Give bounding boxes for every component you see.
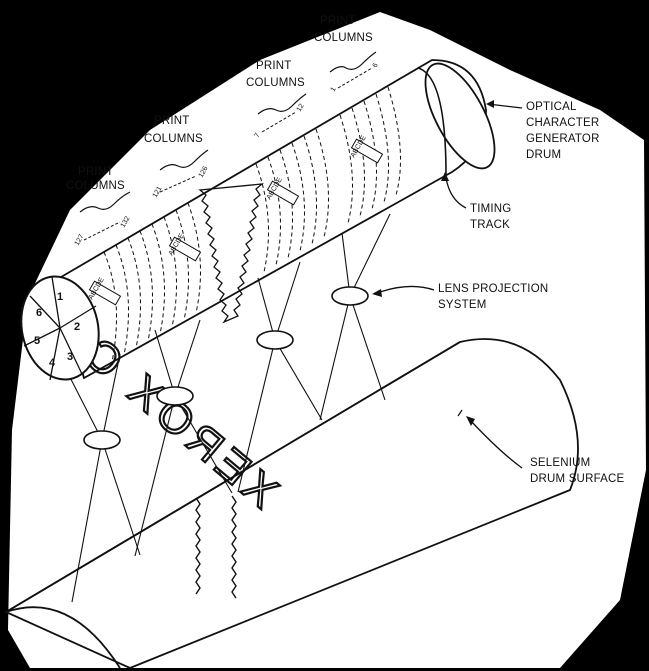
selenium-drum-top-edge [5, 341, 461, 613]
col-126: 126 [198, 165, 210, 179]
optical-label-3: GENERATOR [526, 133, 600, 145]
optical-drum-body [54, 59, 487, 380]
col-132: 132 [120, 215, 132, 229]
columns-label: COLUMNS [66, 180, 125, 192]
optical-drum-far-end [424, 62, 496, 170]
timing-track-callout: TIMING TRACK [441, 172, 511, 231]
col-1: 1 [330, 86, 338, 93]
lens-label-1: LENS PROJECTION [438, 283, 548, 295]
span-4 [337, 67, 373, 89]
print-columns-group-4: PRINT COLUMNS 1 6 [314, 15, 380, 93]
selenium-drum-break-right [231, 495, 237, 599]
paper-background [8, 12, 646, 668]
lens-1 [83, 430, 121, 450]
col-127: 127 [74, 233, 86, 247]
print-columns-group-1: PRINT COLUMNS 127 132 [66, 166, 132, 247]
lens-3 [256, 330, 294, 350]
break-gap-fill [206, 494, 228, 604]
drum-break-1 [198, 183, 265, 324]
lens-label-2: SYSTEM [438, 299, 487, 311]
brace-4 [329, 51, 377, 73]
columns-label: COLUMNS [246, 77, 305, 89]
span-3 [261, 111, 297, 133]
optical-drum: ABCDE ABCDE ABCDE ABCDE 1 2 3 4 5 6 [20, 59, 496, 381]
span-1 [83, 221, 121, 241]
print-columns-group-3: PRINT COLUMNS 7 12 [246, 60, 307, 139]
print-label: PRINT [320, 15, 356, 27]
end-segment-lines [23, 276, 97, 381]
column-bands [103, 86, 401, 363]
col-7: 7 [254, 132, 262, 139]
optical-drum-callout: OPTICAL CHARACTER GENERATOR DRUM [486, 100, 600, 161]
optical-label-2: CHARACTER [526, 117, 599, 129]
col-121: 121 [152, 185, 164, 199]
lens-4 [331, 286, 369, 306]
segment-2: 2 [74, 321, 80, 333]
print-label: PRINT [78, 166, 114, 178]
col-12: 12 [296, 103, 306, 113]
print-label: PRINT [256, 60, 292, 72]
selenium-label-1: SELENIUM [530, 457, 590, 469]
segment-5: 5 [34, 335, 40, 347]
arrow-head [466, 416, 475, 426]
segment-4: 4 [49, 357, 56, 369]
arrow-head [441, 172, 449, 181]
selenium-callout: SELENIUM DRUM SURFACE [466, 416, 625, 485]
optical-label-1: OPTICAL [526, 101, 577, 113]
selenium-pointer-tick [457, 409, 463, 417]
timing-label-1: TIMING [470, 203, 511, 215]
optical-label-4: DRUM [526, 149, 561, 161]
selenium-drum-body [4, 338, 579, 669]
selenium-label-2: DRUM SURFACE [530, 473, 625, 485]
lens-callout: LENS PROJECTION SYSTEM [372, 283, 548, 311]
timing-track-line [417, 67, 447, 176]
arrow-head [372, 289, 382, 297]
segment-1: 1 [57, 291, 63, 303]
timing-label-2: TRACK [470, 219, 510, 231]
brace-3 [257, 93, 307, 115]
print-columns-group-2: PRINT COLUMNS 121 126 [144, 115, 210, 199]
brace-2 [159, 149, 209, 171]
columns-label: COLUMNS [314, 32, 373, 44]
arrow-head [486, 100, 494, 108]
span-2 [159, 175, 197, 193]
segment-6: 6 [36, 307, 42, 319]
selenium-drum-end [5, 606, 121, 669]
brace-1 [79, 191, 131, 213]
col-6: 6 [372, 62, 380, 69]
lens-2 [156, 386, 194, 406]
segment-3: 3 [67, 351, 73, 363]
columns-label: COLUMNS [144, 133, 203, 145]
print-label: PRINT [154, 115, 190, 127]
selenium-drum-break-left [195, 497, 201, 595]
